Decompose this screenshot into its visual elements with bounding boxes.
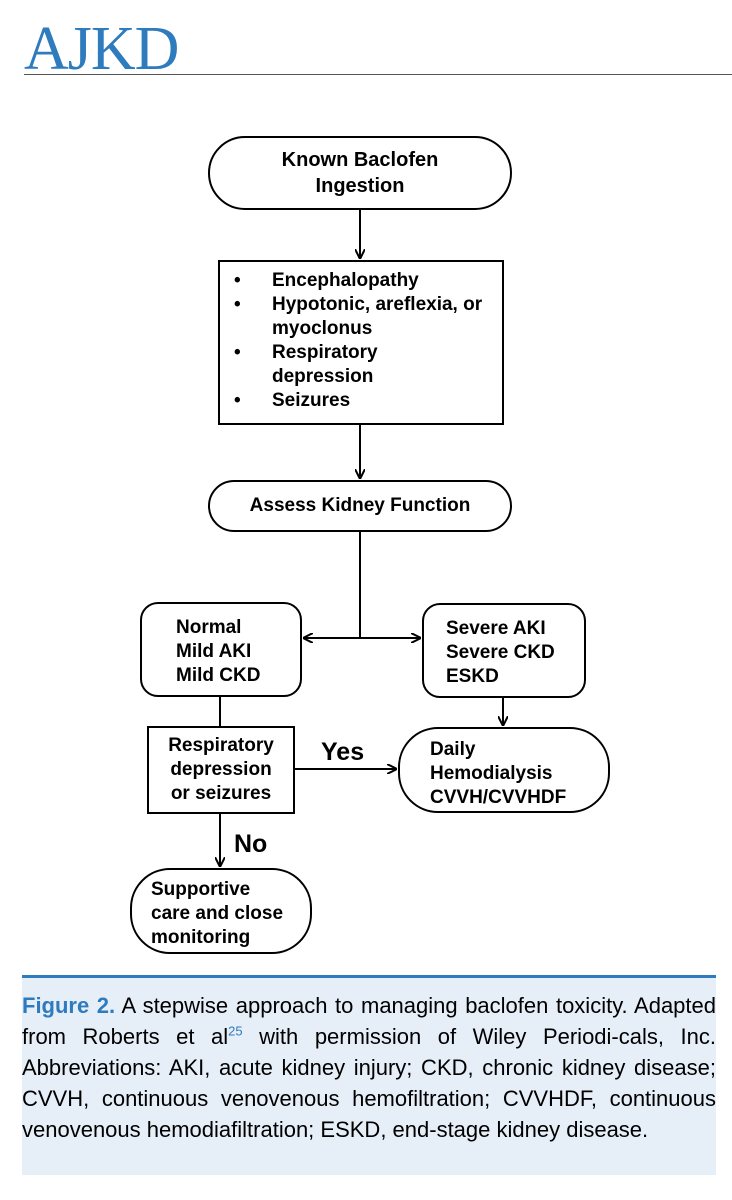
- caption-text: A stepwise approach to managing baclofen…: [22, 993, 716, 1049]
- severe-node: Severe AKI Severe CKD ESKD: [422, 603, 586, 698]
- symptom-item: • Seizures: [224, 389, 498, 413]
- assess-node: Assess Kidney Function: [208, 480, 512, 532]
- flowchart-connectors: [0, 210, 732, 970]
- symptoms-box: • Encephalopathy • Hypotonic, areflexia,…: [218, 260, 504, 425]
- dialysis-node: Daily Hemodialysis CVVH/CVVHDF: [398, 727, 610, 813]
- respiratory-line-2: depression: [170, 759, 272, 780]
- figure-caption: Figure 2. A stepwise approach to managin…: [22, 975, 716, 1175]
- symptom-text: Seizures: [272, 390, 351, 411]
- supportive-node: Supportive care and close monitoring: [130, 868, 312, 954]
- symptoms-list: • Encephalopathy • Hypotonic, areflexia,…: [224, 269, 498, 413]
- yes-label: Yes: [321, 738, 365, 766]
- supportive-line-3: monitoring: [151, 927, 251, 948]
- normal-line-1: Normal: [176, 617, 242, 638]
- symptom-text: Respiratory: [272, 342, 378, 363]
- normal-node: Normal Mild AKI Mild CKD: [140, 602, 302, 697]
- start-line-2: Ingestion: [315, 175, 405, 197]
- symptom-item: • Respiratory depression: [224, 341, 498, 389]
- symptom-item: • Hypotonic, areflexia, or myoclonus: [224, 293, 498, 341]
- respiratory-line-1: Respiratory: [168, 735, 274, 756]
- header-divider: [24, 74, 732, 75]
- bullet: •: [234, 390, 241, 411]
- start-line-1: Known Baclofen: [281, 149, 439, 171]
- symptom-item: • Encephalopathy: [224, 269, 498, 293]
- bullet: •: [234, 342, 241, 363]
- start-node: Known Baclofen Ingestion: [208, 136, 512, 210]
- bullet: •: [234, 270, 241, 291]
- figure-label: Figure 2.: [22, 993, 116, 1018]
- severe-line-3: ESKD: [446, 666, 499, 687]
- severe-line-2: Severe CKD: [446, 642, 555, 663]
- symptom-text: Encephalopathy: [272, 270, 419, 291]
- supportive-line-2: care and close: [151, 903, 284, 924]
- symptom-text: myoclonus: [272, 318, 373, 339]
- assess-label: Assess Kidney Function: [249, 495, 471, 516]
- caption-text-continued: with permission of Wiley Periodi-cals, I…: [22, 1024, 716, 1142]
- bullet: •: [234, 294, 241, 315]
- dialysis-line-1: Daily: [430, 739, 476, 760]
- symptom-text: depression: [272, 366, 374, 387]
- dialysis-line-3: CVVH/CVVHDF: [430, 787, 567, 808]
- reference-link[interactable]: 25: [228, 1023, 243, 1039]
- respiratory-node: Respiratory depression or seizures: [147, 726, 295, 814]
- respiratory-line-3: or seizures: [170, 783, 272, 804]
- dialysis-line-2: Hemodialysis: [430, 763, 553, 784]
- normal-line-3: Mild CKD: [176, 665, 261, 686]
- severe-line-1: Severe AKI: [446, 618, 546, 639]
- normal-line-2: Mild AKI: [176, 641, 252, 662]
- supportive-line-1: Supportive: [151, 879, 251, 900]
- symptom-text: Hypotonic, areflexia, or: [272, 294, 483, 315]
- journal-logo: AJKD: [24, 15, 179, 83]
- no-label: No: [234, 830, 268, 858]
